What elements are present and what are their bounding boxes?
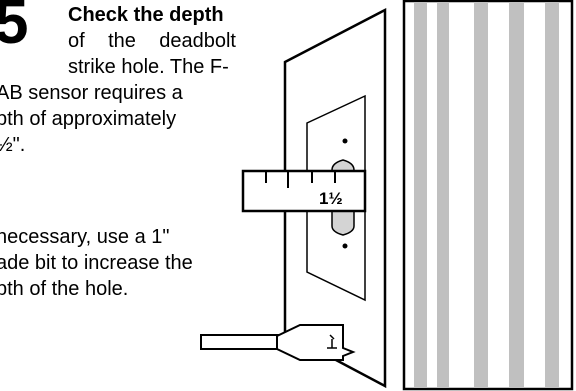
screw-hole <box>342 243 348 249</box>
instruction-line: Check the depth <box>68 4 224 26</box>
instruction-line: of the deadbolt <box>68 28 236 54</box>
word: deadbolt <box>159 30 236 52</box>
instruction-line: pth of approximately <box>0 108 177 130</box>
instruction-line: necessary, use a 1" <box>0 226 170 248</box>
instruction-line: ½". <box>0 134 26 156</box>
instruction-line: strike hole. The F- <box>68 56 229 78</box>
ruler-label: 1½ <box>319 189 343 208</box>
word: of <box>68 30 85 52</box>
step-number: 5 <box>0 0 29 57</box>
word: the <box>108 30 136 52</box>
door-stripe <box>414 2 427 388</box>
instruction-line: pth of the hole. <box>0 278 129 300</box>
instruction-line: ade bit to increase the <box>0 252 193 274</box>
door-stripe <box>509 2 524 388</box>
door-edge <box>402 0 574 391</box>
instruction-line: AB sensor requires a <box>0 82 183 104</box>
spade-bit-icon <box>200 324 356 361</box>
door-stripe <box>545 2 559 388</box>
door-stripe <box>437 2 449 388</box>
screw-hole <box>342 138 348 144</box>
depth-ruler: 1½ <box>241 169 367 213</box>
door-stripe <box>474 2 488 388</box>
